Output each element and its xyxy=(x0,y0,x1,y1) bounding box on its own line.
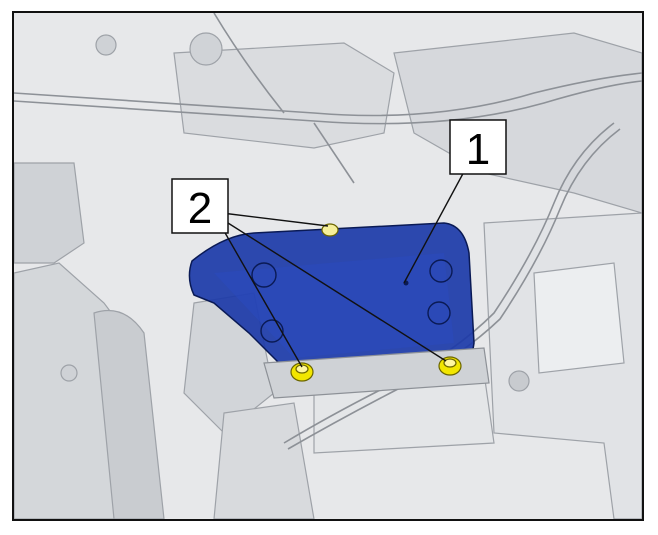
engine-background xyxy=(14,13,642,519)
callout-1: 1 xyxy=(449,119,507,175)
callout-1-label: 1 xyxy=(466,125,490,174)
mounting-bracket xyxy=(263,347,490,399)
wiring xyxy=(14,13,642,450)
bolt-icon xyxy=(290,223,462,382)
callout-2: 2 xyxy=(171,178,229,234)
oil-cooler-part xyxy=(188,222,475,375)
callout-2-label: 2 xyxy=(188,184,212,233)
diagram-frame: 1 2 xyxy=(12,11,644,521)
leader-line xyxy=(221,167,467,368)
engine-illustration: 1 2 xyxy=(14,13,642,519)
